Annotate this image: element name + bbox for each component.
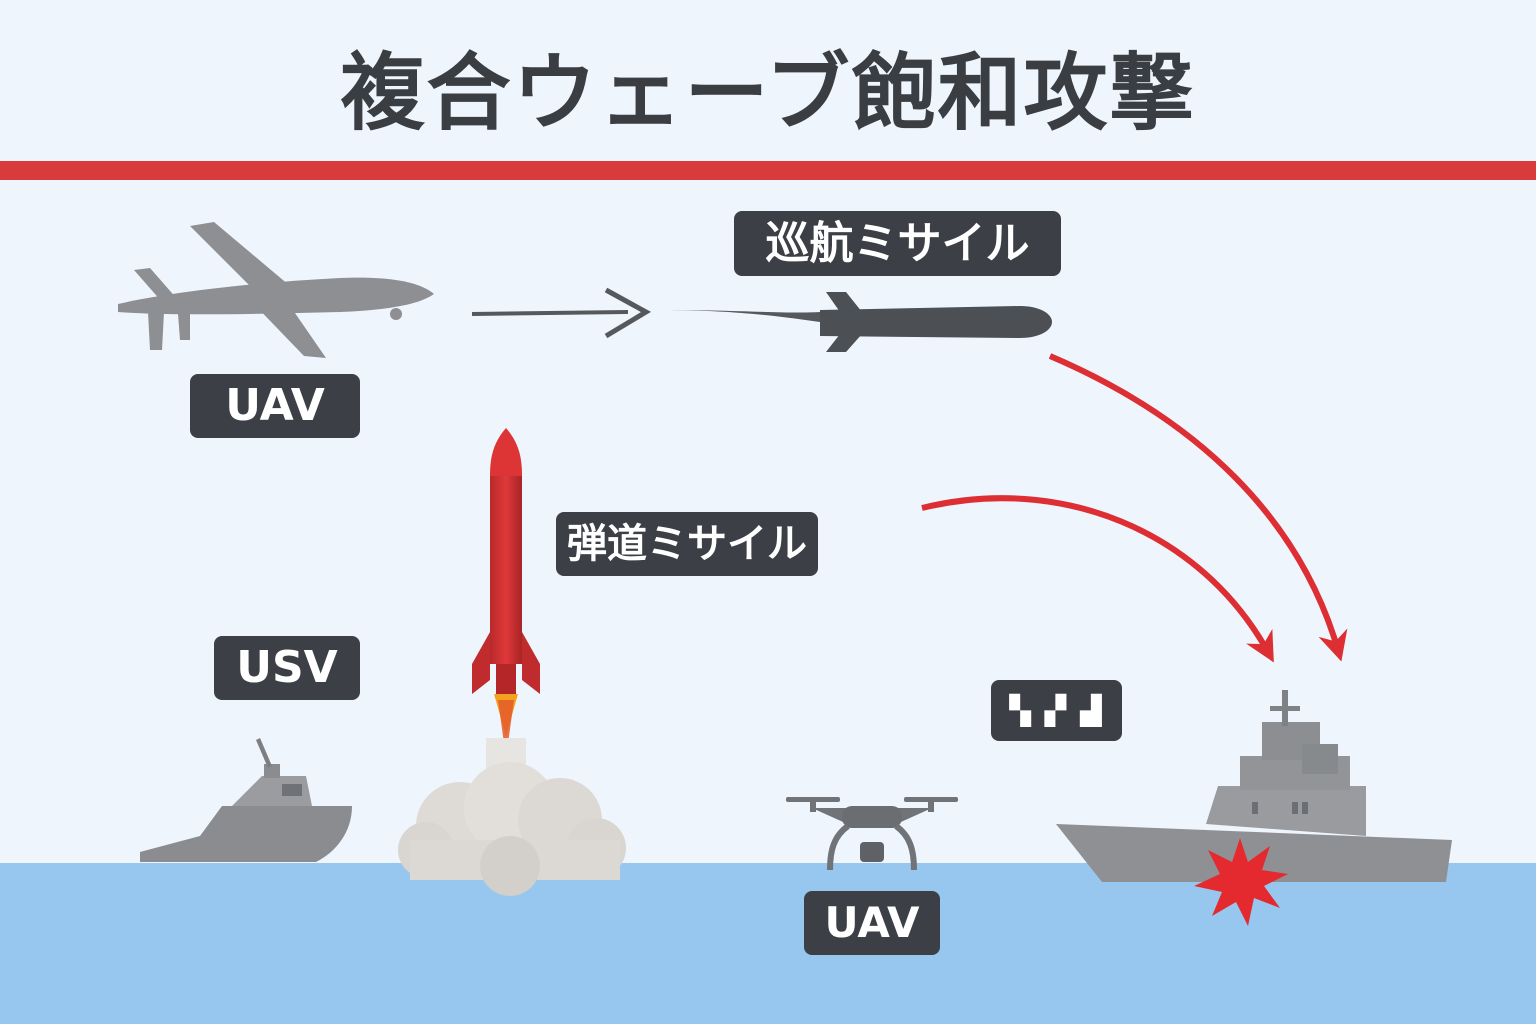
cruise-missile-icon bbox=[662, 292, 1052, 352]
uav-aircraft-icon bbox=[118, 222, 434, 358]
ballistic-attack-arrow bbox=[921, 495, 1274, 663]
uav-top-label: UAV bbox=[190, 374, 360, 438]
garbled-label: ▚ ▞ ▟ bbox=[991, 680, 1122, 741]
launch-arrow bbox=[471, 287, 652, 339]
warship-icon bbox=[1056, 690, 1452, 882]
sea-surface bbox=[0, 863, 1536, 1024]
cruise-missile-label: 巡航ミサイル bbox=[734, 211, 1061, 276]
uav-bottom-label: UAV bbox=[804, 891, 940, 955]
ballistic-missile-icon bbox=[472, 428, 540, 758]
usv-boat-icon bbox=[140, 738, 352, 862]
title-divider bbox=[0, 161, 1536, 180]
ballistic-missile-label: 弾道ミサイル bbox=[556, 512, 818, 576]
cruise-attack-arrow bbox=[1048, 353, 1348, 662]
explosion-icon bbox=[1194, 838, 1288, 926]
usv-label: USV bbox=[214, 636, 360, 700]
quadcopter-drone-icon bbox=[786, 797, 958, 871]
page-title: 複合ウェーブ飽和攻撃 bbox=[340, 44, 1196, 142]
launch-smoke-icon bbox=[398, 738, 626, 896]
